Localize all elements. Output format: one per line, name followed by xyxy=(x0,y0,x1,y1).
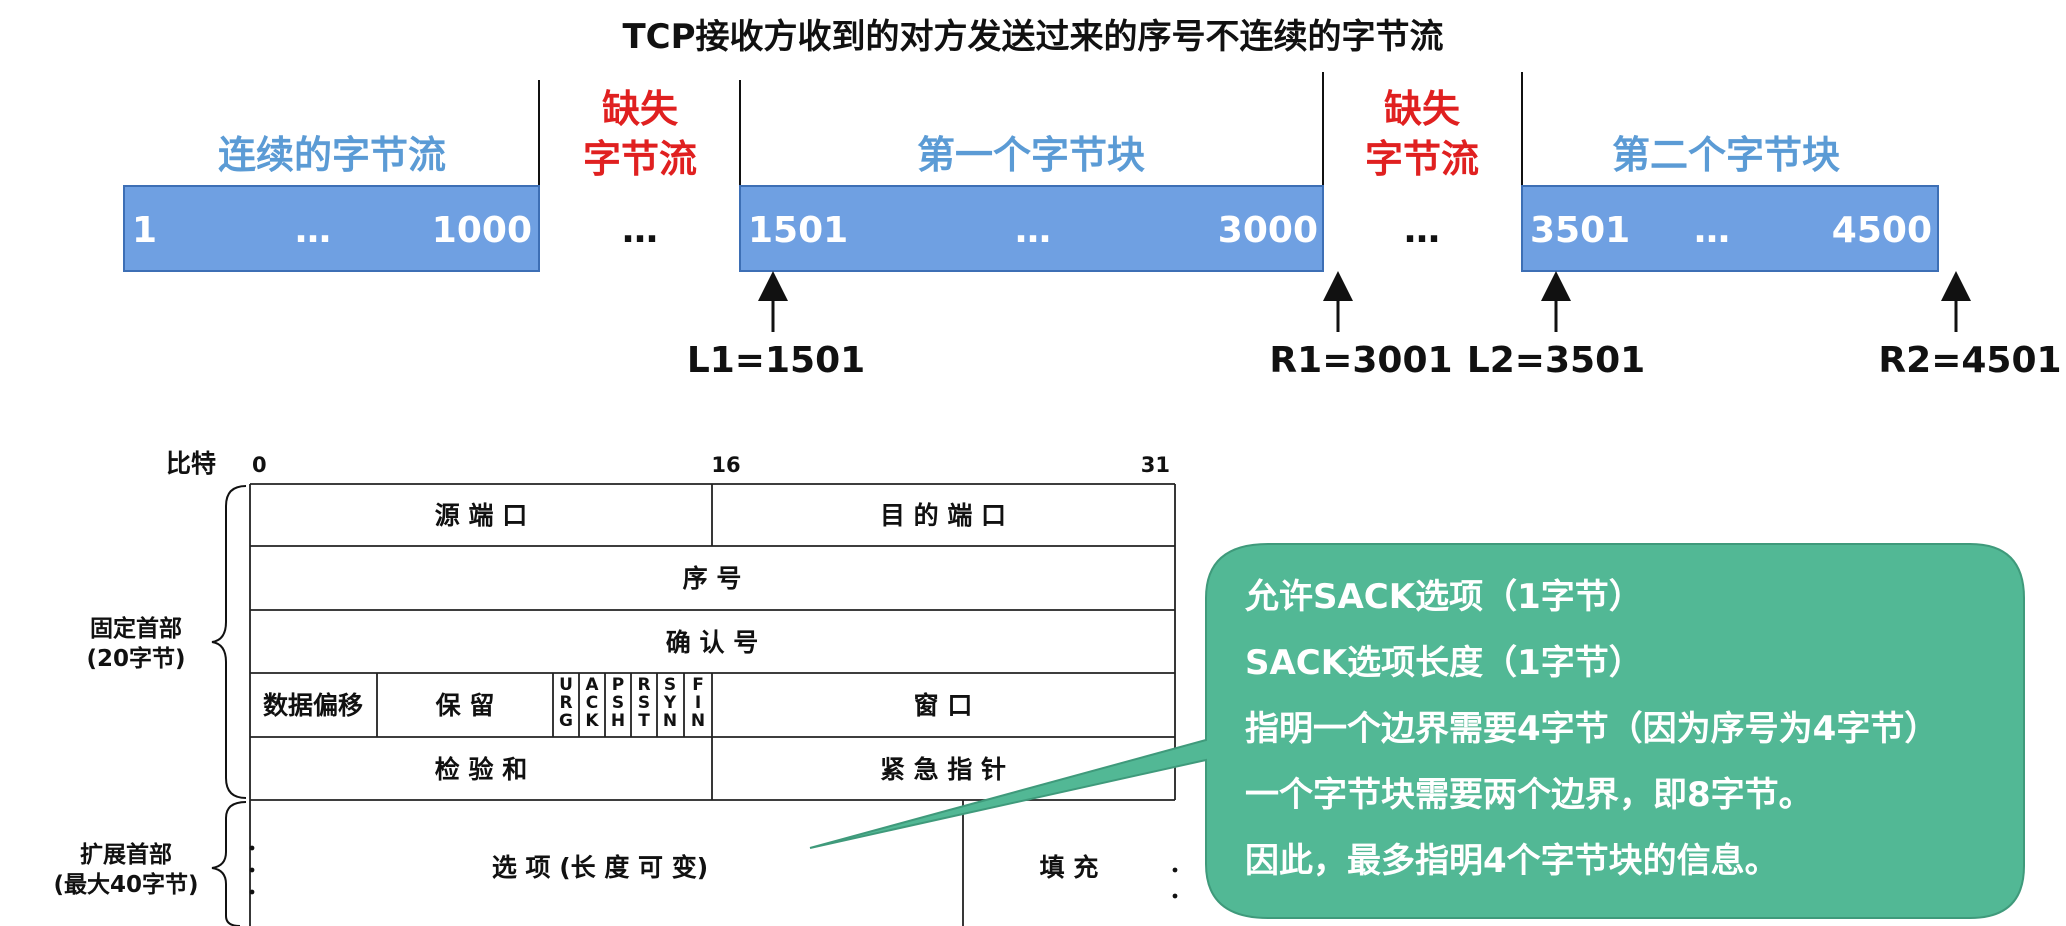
block-dots: … xyxy=(1694,210,1730,251)
flag-psh-l2: S xyxy=(612,693,624,713)
callout-line-2: SACK选项长度（1字节） xyxy=(1245,643,1643,683)
padding-cell: 填 充 xyxy=(1040,853,1099,882)
byte-block-second: 第二个字节块 3501 … 4500 xyxy=(1521,133,1939,272)
block-bar xyxy=(123,185,540,272)
block-end: 4500 xyxy=(1832,210,1932,251)
missing-label-line1: 缺失 xyxy=(602,87,679,131)
missing-gap: 缺失 字节流 … xyxy=(583,87,697,251)
flag-fin-l3: N xyxy=(691,711,705,731)
block-start: 1501 xyxy=(748,210,848,251)
checksum-cell: 检 验 和 xyxy=(435,755,527,784)
tcp-header-table: 比特 0 16 31 源 端 口 目 的 端 口 序 号 xyxy=(53,449,1178,926)
block-end: 1000 xyxy=(432,210,532,251)
ack-number-cell: 确 认 号 xyxy=(666,628,758,657)
flag-urg-l1: U xyxy=(559,675,573,695)
flag-ack-l1: A xyxy=(585,675,599,695)
callout-line-3: 指明一个边界需要4字节（因为序号为4字节） xyxy=(1245,709,1938,749)
marker-label: R2=4501 xyxy=(1878,340,2061,381)
window-cell: 窗 口 xyxy=(914,691,973,720)
table-grid xyxy=(249,483,1176,926)
sack-callout: 允许SACK选项（1字节） SACK选项长度（1字节） 指明一个边界需要4字节（… xyxy=(809,543,2025,919)
byte-block-first: 第一个字节块 1501 … 3000 xyxy=(739,133,1324,272)
flag-psh-l3: H xyxy=(611,711,625,731)
flag-syn-l2: Y xyxy=(663,693,677,713)
fixed-header-brace xyxy=(211,485,247,799)
missing-label-line2: 字节流 xyxy=(583,137,697,181)
block-dots: … xyxy=(295,210,331,251)
block-start: 1 xyxy=(132,210,157,251)
byte-block-contiguous: 连续的字节流 1 … 1000 xyxy=(123,133,540,272)
extended-header-size: (最大40字节) xyxy=(53,871,198,898)
bit-tick-31: 31 xyxy=(1141,453,1170,477)
callout-line-5: 因此，最多指明4个字节块的信息。 xyxy=(1245,841,1779,881)
flag-fin-l1: F xyxy=(692,675,704,695)
data-offset-cell: 数据偏移 xyxy=(263,691,363,720)
reserved-cell: 保 留 xyxy=(435,691,495,720)
tcp-flags: U R G A C K P S H R S T S Y N F I N xyxy=(559,675,705,731)
callout-line-1: 允许SACK选项（1字节） xyxy=(1245,577,1643,617)
block-label: 第二个字节块 xyxy=(1612,133,1840,177)
flag-psh-l1: P xyxy=(612,675,624,695)
block-label: 连续的字节流 xyxy=(218,133,446,177)
block-bar xyxy=(739,185,1324,272)
flag-ack-l3: K xyxy=(585,711,599,731)
options-cell: 选 项 (长 度 可 变) xyxy=(492,853,708,882)
block-end: 3000 xyxy=(1218,210,1318,251)
block-label: 第一个字节块 xyxy=(917,133,1145,177)
callout-line-4: 一个字节块需要两个边界，即8字节。 xyxy=(1245,775,1813,815)
extended-header-label: 扩展首部 xyxy=(80,841,172,868)
source-port-cell: 源 端 口 xyxy=(435,501,527,530)
edge-marker: R2=4501 xyxy=(1878,271,2062,381)
flag-rst-l1: R xyxy=(637,675,650,695)
flag-rst-l3: T xyxy=(638,711,650,731)
callout-bubble xyxy=(809,543,2025,919)
missing-label-line2: 字节流 xyxy=(1365,137,1479,181)
flag-syn-l3: N xyxy=(663,711,677,731)
gap-dots: … xyxy=(1404,210,1440,251)
flag-fin-l2: I xyxy=(695,693,701,713)
missing-gap: 缺失 字节流 … xyxy=(1365,87,1479,251)
flag-urg-l2: R xyxy=(559,693,572,713)
fixed-header-size: (20字节) xyxy=(86,645,185,672)
edge-marker: L1=1501 xyxy=(687,271,865,381)
page-title: TCP接收方收到的对方发送过来的序号不连续的字节流 xyxy=(622,17,1443,57)
gap-dots: … xyxy=(622,210,658,251)
marker-label: L2=3501 xyxy=(1467,340,1645,381)
bit-tick-16: 16 xyxy=(711,453,740,477)
urgent-pointer-cell: 紧 急 指 针 xyxy=(880,755,1006,784)
missing-label-line1: 缺失 xyxy=(1384,87,1461,131)
block-dots: … xyxy=(1015,210,1051,251)
sequence-number-cell: 序 号 xyxy=(683,564,742,593)
options-dots xyxy=(249,845,1178,899)
dest-port-cell: 目 的 端 口 xyxy=(880,501,1006,530)
block-start: 3501 xyxy=(1530,210,1630,251)
flag-urg-l3: G xyxy=(559,711,573,731)
edge-marker: L2=3501 xyxy=(1467,271,1645,381)
bits-label: 比特 xyxy=(166,449,216,478)
flag-rst-l2: S xyxy=(638,693,650,713)
extended-header-brace xyxy=(211,801,247,926)
edge-marker: R1=3001 xyxy=(1269,271,1453,381)
bit-tick-0: 0 xyxy=(252,453,267,477)
flag-syn-l1: S xyxy=(664,675,676,695)
marker-label: R1=3001 xyxy=(1269,340,1452,381)
block-bar xyxy=(1521,185,1939,272)
marker-label: L1=1501 xyxy=(687,340,865,381)
flag-ack-l2: C xyxy=(586,693,598,713)
fixed-header-label: 固定首部 xyxy=(90,615,182,642)
